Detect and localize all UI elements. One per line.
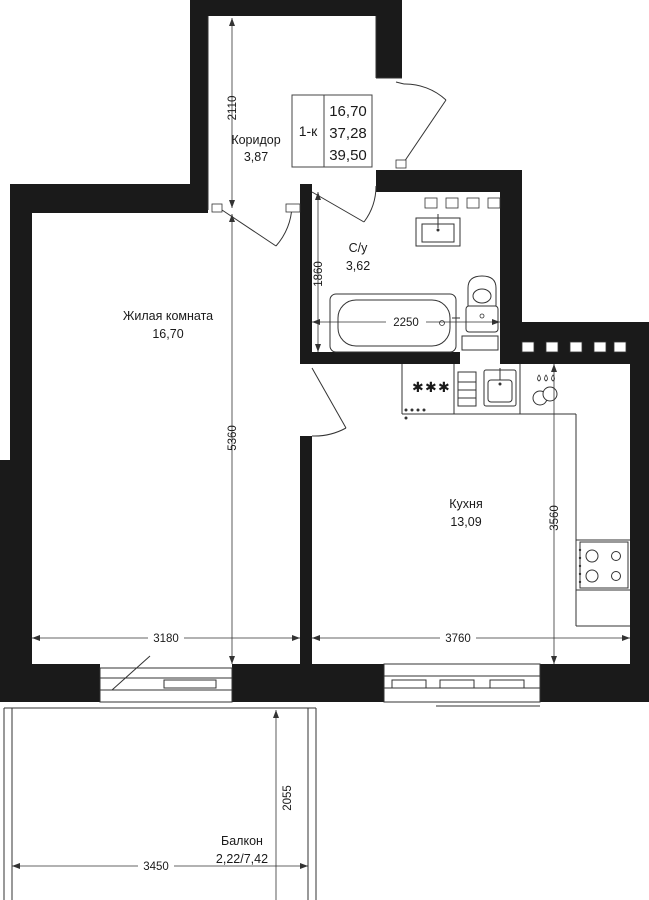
svg-text:✱: ✱ [438, 379, 450, 395]
wall-bath-top [376, 170, 522, 192]
hob-icon [578, 541, 629, 589]
summary-badge: 1-к 16,70 37,28 39,50 [291, 94, 373, 168]
wall-bath-right [500, 170, 522, 342]
balcony-outline [3, 707, 317, 900]
dim-living-width: 3180 [153, 633, 179, 645]
wall-bath-left [300, 184, 312, 356]
kitchen-name: Кухня [449, 497, 482, 511]
corridor-lines [207, 16, 402, 210]
kitchen-area: 13,09 [450, 515, 481, 529]
room-labels: Коридор 3,87 С/у 3,62 Жилая комната 16,7… [123, 133, 483, 866]
balcony-name: Балкон [221, 834, 263, 848]
bathroom-area: 3,62 [346, 259, 370, 273]
water-drops-icon [532, 374, 558, 406]
balcony-area: 2,22/7,42 [216, 852, 268, 866]
bathroom-name: С/у [349, 241, 369, 255]
bathroom-door [311, 185, 377, 223]
dim-kitchen-height: 3560 [549, 505, 561, 531]
dimension-labels: 3180 3760 2250 3450 2110 5360 1860 3560 … [138, 96, 561, 873]
windows-bottom [99, 655, 541, 707]
walls [0, 0, 649, 702]
wall-bottom-mid [232, 664, 384, 702]
wall-bottom-left [0, 664, 100, 702]
wall-corridor-right-upper [376, 0, 402, 78]
wall-bath-bottom [300, 352, 460, 364]
wall-partition [300, 436, 312, 666]
dim-kitchen-width: 3760 [445, 633, 471, 645]
living-area: 16,70 [152, 327, 183, 341]
sink-icon [483, 368, 517, 407]
bath-shelf [461, 335, 499, 351]
washbasin [415, 214, 461, 247]
dim-bath-width: 2250 [393, 317, 419, 329]
corridor-name: Коридор [231, 133, 280, 147]
toilet-icon [465, 275, 499, 333]
svg-text:✱: ✱ [425, 379, 437, 395]
living-door [211, 203, 301, 247]
dimension-lines [12, 18, 630, 900]
kitchen-door [311, 367, 347, 437]
apartment-type: 1-к [299, 123, 318, 139]
total-area-value: 37,28 [329, 125, 367, 142]
kitchen-drawer [457, 371, 477, 407]
entrance-door [395, 81, 447, 169]
dim-living-height: 5360 [227, 425, 239, 451]
svg-text:✱: ✱ [412, 379, 424, 395]
wall-bottom-right [540, 664, 649, 702]
dim-balcony-height: 2055 [282, 785, 294, 811]
dim-bath-height: 1860 [313, 261, 325, 287]
wall-living-left [10, 184, 32, 702]
stove-burners-icon: ✱ ✱ ✱ [404, 379, 450, 420]
corridor-area: 3,87 [244, 150, 268, 164]
bathroom-fixtures [329, 214, 499, 353]
wall-corridor-top [190, 0, 402, 16]
dim-corridor-height: 2110 [227, 96, 239, 121]
wall-notches [424, 197, 627, 353]
wall-kitchen-right [630, 322, 649, 702]
wall-left-outer [0, 460, 12, 702]
dim-balcony-width: 3450 [143, 861, 169, 873]
kitchen-fixtures: ✱ ✱ ✱ [401, 364, 630, 627]
doors [211, 81, 447, 437]
wall-corridor-left-upper [190, 0, 208, 185]
living-area-value: 16,70 [329, 103, 367, 120]
wall-living-top [10, 184, 208, 213]
living-name: Жилая комната [123, 309, 213, 323]
total-with-balcony-value: 39,50 [329, 147, 367, 164]
